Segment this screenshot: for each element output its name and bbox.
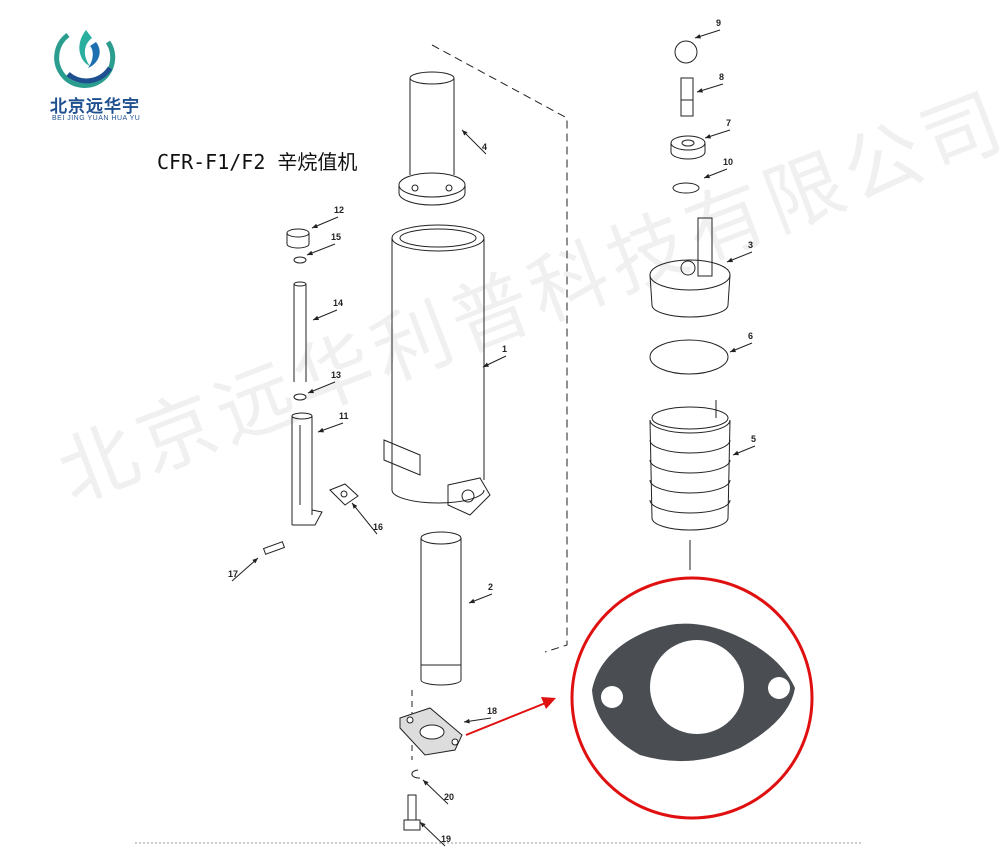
callout-label: 5	[751, 434, 756, 444]
callout-13: 13	[307, 370, 341, 394]
callout-8: 8	[696, 72, 724, 93]
logo-name-en: BEI JING YUAN HUA YU	[52, 115, 141, 122]
callout-leader	[351, 502, 378, 535]
part-11-sight-tube	[291, 412, 323, 526]
gasket-closeup	[592, 623, 795, 762]
callout-3: 3	[726, 240, 753, 263]
callout-4: 4	[461, 129, 487, 155]
logo-emblem-icon	[54, 30, 116, 88]
callout-6: 6	[729, 331, 753, 353]
arrowhead-icon	[312, 223, 318, 228]
callout-20: 20	[422, 779, 454, 805]
callout-leader	[422, 779, 449, 805]
arrowhead-icon	[730, 347, 736, 353]
arrowhead-icon	[733, 450, 739, 456]
part-18-gasket	[399, 707, 463, 756]
arrowhead-icon	[727, 257, 733, 263]
guide-line	[431, 44, 568, 653]
callout-label: 8	[719, 72, 724, 82]
part-12-cap	[286, 228, 310, 249]
callout-19: 19	[419, 821, 451, 847]
arrowhead-icon	[704, 173, 710, 179]
callout-12: 12	[311, 205, 344, 229]
callout-label: 14	[333, 298, 343, 308]
callout-5: 5	[732, 434, 756, 456]
arrowhead-icon	[695, 34, 701, 39]
arrowhead-icon	[423, 780, 429, 786]
arrowhead-icon	[308, 388, 314, 394]
callout-18: 18	[463, 706, 497, 724]
part-9-ball	[674, 40, 698, 64]
arrowhead-icon	[352, 503, 358, 509]
callout-label: 15	[331, 232, 341, 242]
callout-label: 4	[482, 142, 487, 152]
callout-11: 11	[317, 411, 349, 433]
highlight-arrow-head-icon	[541, 697, 556, 709]
callout-label: 20	[444, 792, 454, 802]
callout-7: 7	[704, 118, 731, 139]
part-19-bolt	[403, 794, 421, 831]
diagram-title: CFR-F1/F2 辛烷值机	[157, 150, 358, 174]
part-3-plug	[649, 217, 731, 318]
arrowhead-icon	[307, 250, 313, 256]
part-6-gasket	[649, 339, 729, 375]
arrowhead-icon	[697, 88, 703, 93]
logo-name-cn: 北京远华宇	[50, 97, 140, 117]
callout-15: 15	[306, 232, 341, 256]
callout-label: 7	[726, 118, 731, 128]
callout-17: 17	[228, 557, 259, 582]
callout-label: 18	[487, 706, 497, 716]
part-20-clip	[411, 769, 421, 779]
arrowhead-icon	[462, 130, 468, 136]
part-4-tube	[398, 71, 466, 206]
arrowhead-icon	[464, 718, 470, 724]
callout-label: 12	[334, 205, 344, 215]
callout-2: 2	[468, 582, 493, 604]
part-17-screw	[262, 541, 286, 555]
arrowhead-icon	[420, 822, 426, 828]
callout-16: 16	[351, 502, 383, 535]
callout-label: 6	[748, 331, 753, 341]
arrowhead-icon	[318, 427, 324, 433]
callout-label: 1	[502, 344, 507, 354]
part-2-tube	[420, 531, 462, 686]
callout-1: 1	[482, 344, 507, 368]
callout-label: 19	[441, 834, 451, 844]
part-15-ring	[293, 256, 307, 264]
part-14-rod	[293, 281, 307, 382]
part-8-stud	[680, 77, 694, 117]
part-5-coil	[649, 400, 731, 531]
callout-leader	[419, 821, 446, 847]
callout-10: 10	[703, 157, 733, 179]
part-10-ring	[672, 182, 700, 194]
part-1-cylinder	[383, 224, 491, 516]
callout-label: 13	[331, 370, 341, 380]
highlight-arrow	[465, 701, 549, 736]
callout-label: 2	[488, 582, 493, 592]
part-13-ring	[293, 393, 307, 401]
arrowhead-icon	[469, 598, 475, 604]
arrowhead-icon	[483, 362, 489, 367]
part-7-nut	[670, 135, 706, 160]
callout-9: 9	[694, 18, 721, 39]
part-16-gasket	[329, 483, 359, 506]
callout-label: 3	[748, 240, 753, 250]
callout-leader	[231, 557, 259, 582]
callout-leader	[461, 129, 487, 155]
callout-label: 10	[723, 157, 733, 167]
callout-label: 9	[716, 18, 721, 28]
callout-label: 16	[373, 522, 383, 532]
callout-14: 14	[312, 298, 343, 321]
arrowhead-icon	[252, 558, 258, 564]
arrowhead-icon	[705, 134, 711, 139]
callout-label: 11	[339, 411, 349, 421]
callout-label: 17	[228, 569, 238, 579]
arrowhead-icon	[313, 315, 319, 321]
